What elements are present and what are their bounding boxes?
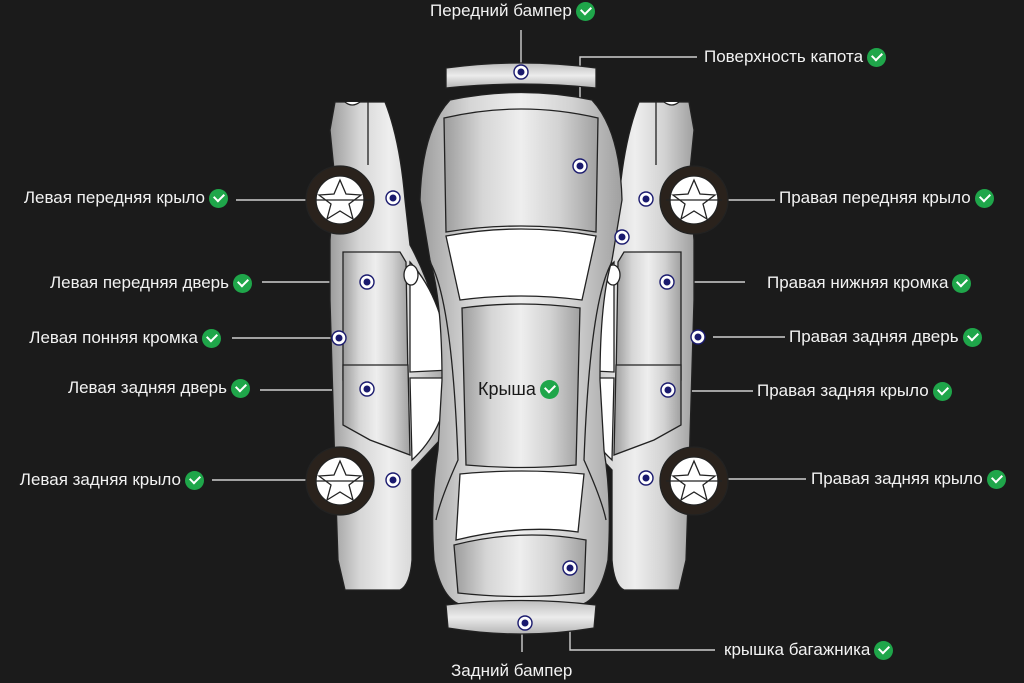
- part-name: Передний бампер: [430, 1, 572, 20]
- label-roof: Крыша: [478, 379, 559, 399]
- check-circle-icon: [932, 381, 952, 401]
- roof-shape: [461, 303, 581, 469]
- check-circle-icon: [231, 378, 250, 398]
- target-dot-icon[interactable]: [359, 381, 375, 397]
- label-left-sill: Левая понняя кромка: [29, 328, 221, 348]
- label-left-front-fender: Левая передняя крыло: [24, 188, 228, 208]
- target-dot-icon[interactable]: [517, 615, 533, 631]
- wheel-icon: [659, 446, 729, 516]
- check-circle-icon: [867, 47, 887, 67]
- label-right-rear-fender-upper: Правая задняя крыло: [757, 381, 952, 401]
- label-right-sill: Правая нижняя кромка: [767, 273, 972, 293]
- label-trunk-lid: крышка багажника: [724, 640, 894, 660]
- label-front-bumper: Передний бампер: [430, 1, 595, 21]
- check-circle-icon: [185, 470, 204, 490]
- wheel-icon: [305, 165, 375, 235]
- target-dot-icon[interactable]: [659, 274, 675, 290]
- part-name: Задний бампер: [451, 661, 573, 680]
- check-circle-icon: [575, 1, 595, 21]
- check-circle-icon: [539, 379, 559, 399]
- check-circle-icon: [986, 469, 1006, 489]
- label-left-front-door: Левая передняя дверь: [50, 273, 252, 293]
- part-name: крышка багажника: [724, 640, 871, 659]
- part-name: Левая передняя дверь: [50, 273, 229, 292]
- part-name: Левая передняя крыло: [23, 188, 205, 207]
- part-name: Крыша: [478, 379, 536, 399]
- target-dot-icon[interactable]: [513, 64, 529, 80]
- check-circle-icon: [233, 273, 252, 293]
- target-dot-icon[interactable]: [690, 329, 706, 345]
- check-circle-icon: [962, 327, 982, 347]
- part-name: Левая задняя дверь: [67, 378, 227, 397]
- check-circle-icon: [974, 188, 994, 208]
- trunk-lid-shape: [453, 534, 587, 598]
- inspection-markers: [331, 64, 706, 631]
- check-circle-icon: [209, 188, 228, 208]
- wheel-icon: [305, 446, 375, 516]
- part-name: Поверхность капота: [704, 47, 864, 66]
- target-dot-icon[interactable]: [638, 191, 654, 207]
- part-name: Правая задняя крыло: [757, 381, 929, 400]
- part-name: Правая передняя крыло: [779, 188, 971, 207]
- target-dot-icon[interactable]: [385, 190, 401, 206]
- label-left-rear-door: Левая задняя дверь: [68, 378, 250, 398]
- label-hood: Поверхность капота: [704, 47, 887, 67]
- hood-shape: [443, 108, 599, 233]
- check-circle-icon: [202, 328, 221, 348]
- car-top-view: [419, 62, 623, 635]
- label-left-rear-fender: Левая задняя крыло: [20, 470, 204, 490]
- label-rear-bumper: Задний бампер: [451, 661, 572, 681]
- label-right-front-fender: Правая передняя крыло: [779, 188, 994, 208]
- check-circle-icon: [874, 640, 894, 660]
- target-dot-icon[interactable]: [572, 158, 588, 174]
- target-dot-icon[interactable]: [359, 274, 375, 290]
- part-name: Левая понняя кромка: [29, 328, 198, 347]
- part-name: Правая нижняя кромка: [767, 273, 949, 292]
- label-right-rear-fender: Правая задняя крыло: [811, 469, 1006, 489]
- part-name: Правая задняя крыло: [811, 469, 983, 488]
- rear-window-shape: [455, 470, 585, 541]
- windshield-shape: [445, 228, 597, 301]
- check-circle-icon: [952, 273, 972, 293]
- wheel-icon: [659, 165, 729, 235]
- part-name: Левая задняя крыло: [19, 470, 181, 489]
- part-name: Правая задняя дверь: [789, 327, 959, 346]
- label-right-rear-door: Правая задняя дверь: [789, 327, 982, 347]
- target-dot-icon[interactable]: [614, 229, 630, 245]
- target-dot-icon[interactable]: [331, 330, 347, 346]
- target-dot-icon[interactable]: [562, 560, 578, 576]
- target-dot-icon[interactable]: [385, 472, 401, 488]
- target-dot-icon[interactable]: [638, 470, 654, 486]
- target-dot-icon[interactable]: [660, 382, 676, 398]
